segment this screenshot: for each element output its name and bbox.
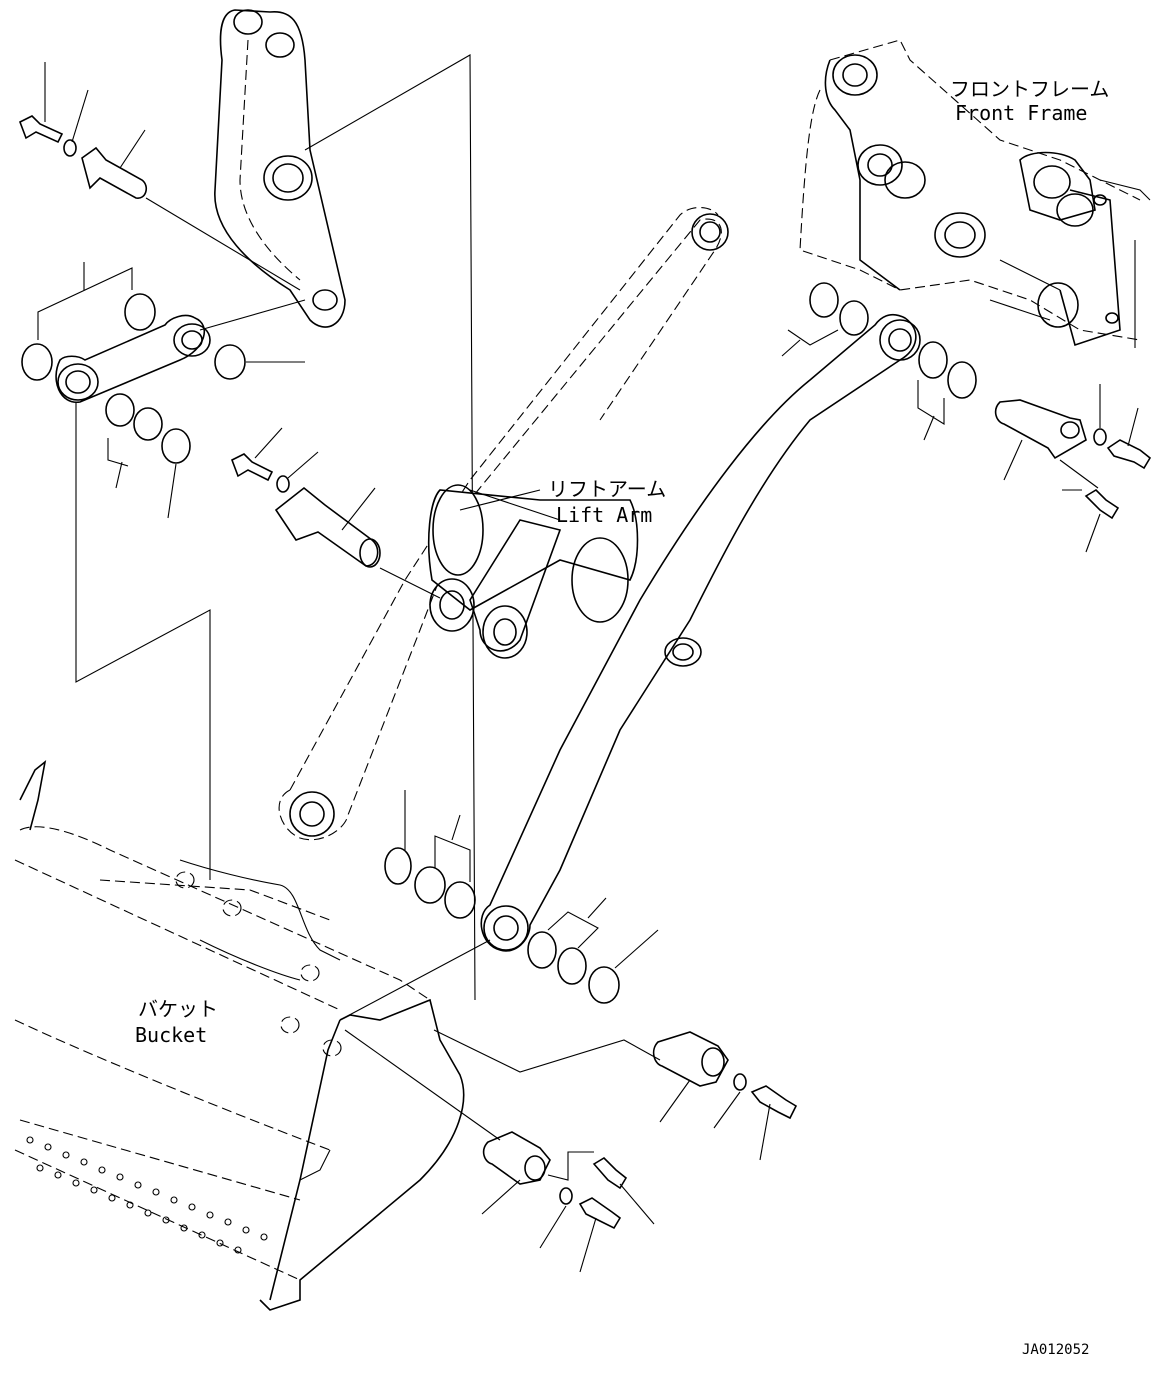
lift-arm-label-jp: リフトアーム — [548, 477, 666, 501]
bolt-upper-left — [18, 62, 64, 144]
shim-bucket-1 — [527, 931, 557, 969]
seal-link-bottom — [161, 428, 191, 464]
pin-bucket-left — [481, 1131, 551, 1215]
grease-fitting-front — [1084, 488, 1120, 553]
shim-arm-lower-2 — [444, 881, 476, 919]
shim-arm-right-1 — [918, 341, 948, 379]
pin-upper-left — [81, 129, 301, 291]
shim-arm-lower-1 — [414, 866, 446, 904]
bucket-label-jp: バケット — [138, 997, 218, 1021]
front-frame — [799, 39, 1151, 348]
bolt-bucket-left — [578, 1197, 622, 1273]
bucket-link — [55, 314, 211, 403]
shim-link-1 — [105, 393, 135, 427]
leader-line-link — [75, 402, 211, 880]
bolt-bucket-right — [750, 1085, 798, 1161]
seal-arm-lower — [384, 847, 412, 885]
shim-arm-top-1 — [809, 282, 839, 318]
washer-middle — [276, 451, 319, 493]
bolt-front-frame — [1106, 407, 1152, 470]
washer-upper-left — [63, 89, 89, 157]
bolt-middle — [230, 427, 283, 482]
washer-bucket-right — [713, 1073, 747, 1129]
shim-arm-right-2 — [947, 361, 977, 399]
washer-bucket-left — [539, 1187, 573, 1249]
pin-middle — [274, 486, 441, 599]
shim-bucket-2 — [557, 947, 587, 985]
bracket-link-seals — [37, 267, 133, 340]
shim-arm-top-2 — [839, 300, 869, 336]
bell-crank — [214, 9, 346, 328]
pin-front-frame — [994, 399, 1087, 481]
front-frame-label-jp: フロントフレーム — [950, 77, 1109, 101]
bucket-holes — [26, 1136, 268, 1254]
bucket — [14, 760, 465, 1311]
pin-bucket-right — [652, 1031, 729, 1123]
lift-arm — [278, 206, 921, 952]
front-frame-label-en: Front Frame — [955, 101, 1087, 125]
seal-bucket — [588, 966, 620, 1004]
drawing-code: JA012052 — [1022, 1342, 1089, 1358]
lift-arm-label-en: Lift Arm — [556, 503, 652, 527]
seal-link-right — [214, 344, 246, 380]
shim-link-2 — [133, 407, 163, 441]
washer-front-frame — [1093, 384, 1107, 446]
grease-fitting-bucket — [592, 1156, 655, 1225]
seal-link-top — [124, 293, 156, 331]
seal-link-left — [21, 343, 53, 381]
bucket-label-en: Bucket — [135, 1023, 207, 1047]
leader-line — [304, 54, 476, 1001]
